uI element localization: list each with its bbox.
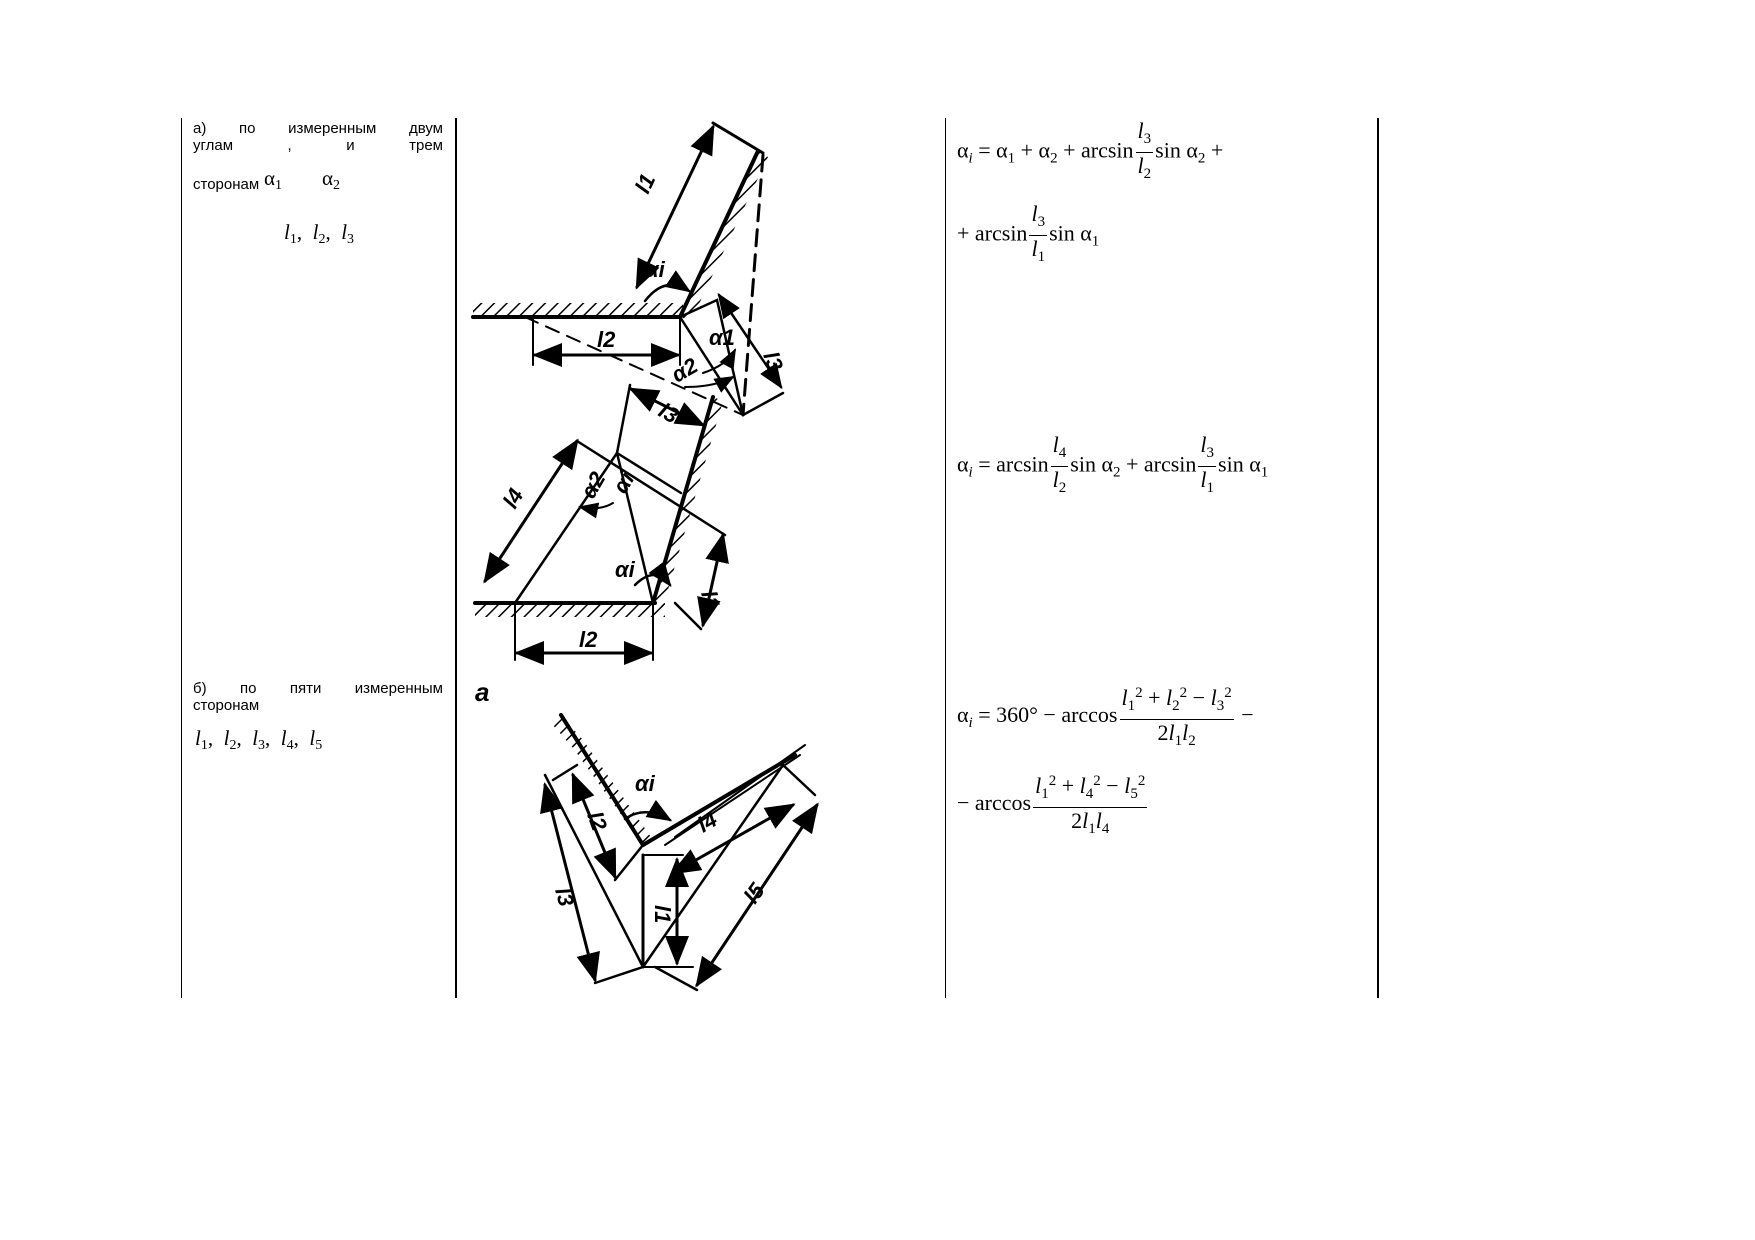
table-border-col1 [455, 118, 457, 998]
label-l3: l3 [758, 348, 788, 374]
row-a-description: а) по измеренным двум углам , и трем сто… [193, 120, 443, 193]
row-a-line2: углам , и трем [193, 137, 443, 154]
label-fig3-ai: αi [635, 771, 656, 796]
label-a2: α2 [667, 352, 703, 387]
label-l1: l1 [630, 170, 660, 197]
figure-label-a: а [475, 677, 489, 707]
figure-2 [473, 383, 729, 665]
measurement-diagrams: l1 αi l2 α1 α2 l3 l4 l3 α2 αi αi l1 l2 а [471, 121, 819, 992]
label-fig2-ai-top: αi [608, 467, 640, 497]
alpha-2-symbol: α2 [322, 166, 341, 193]
row-b-sides: l1, l2, l3, l4, l5 [195, 726, 323, 753]
table-border-right [1377, 118, 1379, 998]
table-border-left [181, 118, 182, 998]
figure-3 [540, 713, 819, 992]
label-fig2-l4: l4 [498, 484, 529, 512]
label-fig2-l2: l2 [579, 627, 598, 652]
label-l2: l2 [597, 327, 616, 352]
alpha-1-symbol: α1 [264, 166, 283, 193]
label-fig2-l1: l1 [696, 588, 725, 612]
figure-1 [471, 121, 785, 417]
row-b-description: б) по пяти измеренным сторонам [193, 680, 443, 714]
label-a1: α1 [709, 325, 735, 350]
label-fig2-ai: αi [615, 557, 636, 582]
row-a-line1: а) по измеренным двум [193, 120, 443, 137]
label-fig3-l1: l1 [650, 905, 675, 923]
row-a-sides: l1, l2, l3 [284, 220, 355, 247]
table-border-col2 [945, 118, 946, 998]
row-b-line1: б) по пяти измеренным [193, 680, 443, 697]
row-b-line2: сторонам [193, 697, 260, 714]
label-ai: αi [645, 257, 666, 282]
row-a-line3: сторонам [193, 176, 260, 193]
